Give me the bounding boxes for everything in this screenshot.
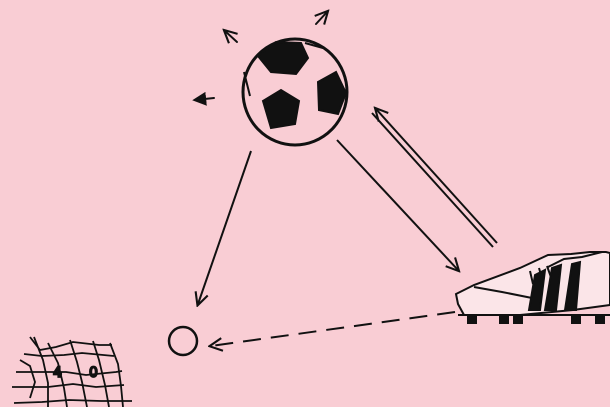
soccer-cleat-icon (456, 252, 610, 323)
pass-arrow-down-left (198, 151, 251, 304)
kick-arrow-down-right (337, 140, 458, 270)
net-mark-left: 4 (53, 365, 62, 381)
motion-arrow-icon (195, 98, 214, 100)
goal-net-icon: 4 0 (12, 337, 132, 407)
small-ball-icon (169, 327, 197, 355)
return-arrow-up-left (372, 109, 497, 247)
motion-arrow-icon (316, 12, 327, 24)
motion-arrow-icon (225, 31, 237, 42)
net-mark-right: 0 (89, 365, 98, 381)
dashed-pass-arrow (211, 312, 455, 346)
soccer-ball-icon (243, 39, 347, 145)
